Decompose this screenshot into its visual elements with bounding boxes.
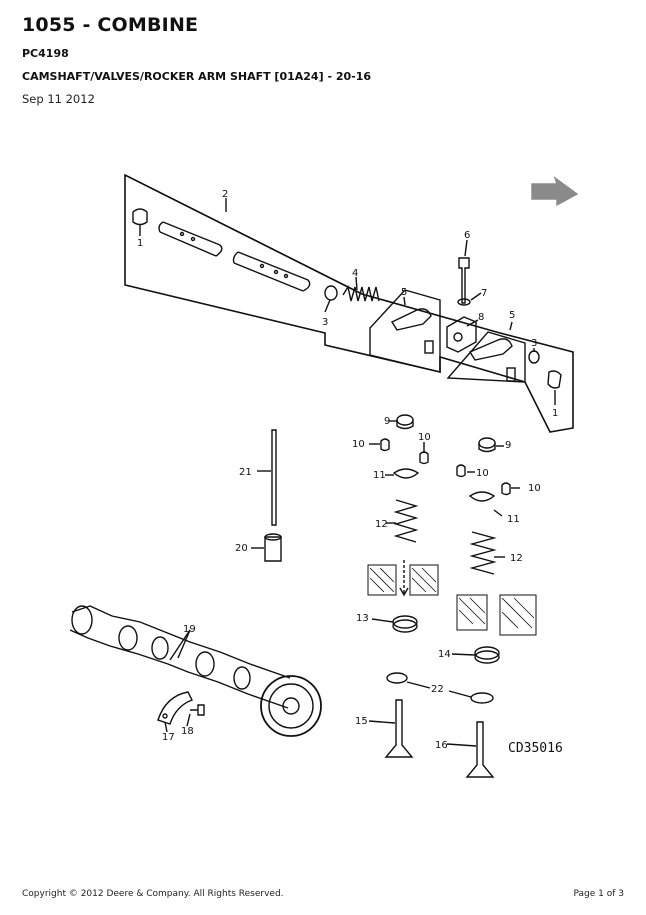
shaft-right	[232, 251, 311, 292]
svg-text:1: 1	[137, 238, 143, 249]
svg-text:9: 9	[384, 416, 390, 427]
camshaft	[71, 605, 291, 679]
valve-spring-left	[393, 499, 419, 543]
callout-labels: 2 1 6 7 8 4 5 5 3 3 1 9 9 10 10 10 10 11…	[137, 189, 558, 751]
svg-text:3: 3	[322, 317, 328, 328]
svg-text:18: 18	[181, 726, 194, 737]
svg-text:10: 10	[418, 432, 431, 443]
svg-text:11: 11	[507, 514, 520, 525]
plug-right	[547, 370, 562, 389]
valve-right	[465, 721, 495, 778]
svg-text:10: 10	[352, 439, 365, 450]
svg-text:14: 14	[438, 649, 451, 660]
camshaft-gear	[260, 675, 322, 737]
svg-text:10: 10	[528, 483, 541, 494]
svg-text:4: 4	[352, 268, 358, 279]
svg-text:9: 9	[505, 440, 511, 451]
section-subtitle: CAMSHAFT/VALVES/ROCKER ARM SHAFT [01A24]…	[22, 70, 372, 83]
svg-text:6: 6	[464, 230, 470, 241]
svg-text:3: 3	[531, 338, 537, 349]
drawing-code: CD35016	[508, 741, 563, 756]
valve-spring-right	[469, 531, 497, 575]
rocker-arm-right	[468, 338, 513, 361]
plug-left	[132, 208, 148, 226]
svg-text:12: 12	[375, 519, 388, 530]
svg-text:21: 21	[239, 467, 252, 478]
svg-text:13: 13	[356, 613, 369, 624]
bolt	[458, 257, 470, 304]
svg-text:20: 20	[235, 543, 248, 554]
shaft-left	[158, 221, 223, 257]
document-title: 1055 - COMBINE	[22, 14, 199, 36]
rocker-arm-left	[390, 308, 432, 331]
svg-text:15: 15	[355, 716, 368, 727]
pushrod	[271, 429, 277, 526]
rocker-spring	[342, 285, 380, 302]
svg-text:17: 17	[162, 732, 175, 743]
svg-text:2: 2	[222, 189, 228, 200]
svg-text:19: 19	[183, 624, 196, 635]
head-section-right	[456, 594, 488, 631]
svg-text:10: 10	[476, 468, 489, 479]
plate-bolt	[190, 704, 205, 716]
valve-left	[384, 699, 414, 758]
head-section-left	[367, 564, 397, 596]
exploded-parts-diagram: 2 1 6 7 8 4 5 5 3 3 1 9 9 10 10 10 10 11…	[69, 173, 579, 778]
svg-text:1: 1	[552, 408, 558, 419]
svg-text:22: 22	[431, 684, 444, 695]
copyright-notice: Copyright © 2012 Deere & Company. All Ri…	[22, 889, 284, 899]
direction-arrow-icon	[531, 176, 579, 207]
page-indicator: Page 1 of 3	[573, 889, 625, 899]
tappet	[264, 536, 282, 562]
svg-text:8: 8	[478, 312, 484, 323]
part-catalog-code: PC4198	[22, 47, 69, 60]
rocker-support	[446, 316, 477, 353]
thrust-plate	[157, 691, 193, 725]
svg-text:5: 5	[401, 287, 407, 298]
svg-text:5: 5	[509, 310, 515, 321]
svg-text:7: 7	[481, 288, 487, 299]
svg-text:16: 16	[435, 740, 448, 751]
svg-text:11: 11	[373, 470, 386, 481]
svg-text:12: 12	[510, 553, 523, 564]
document-date: Sep 11 2012	[22, 92, 95, 106]
rocker-shaft-frame	[124, 173, 574, 433]
